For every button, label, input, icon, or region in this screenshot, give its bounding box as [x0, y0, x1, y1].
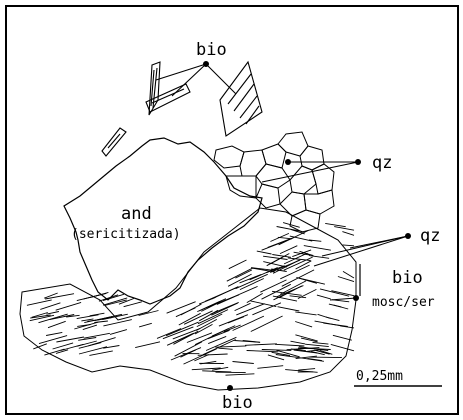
label-bio-top: bio: [196, 40, 227, 60]
qz-upper-leaders: [262, 162, 358, 182]
andalusite-outline: [64, 138, 262, 304]
qz-right-leaders: [314, 236, 408, 266]
biotite-flakes-top: [102, 62, 262, 156]
label-scale: 0,25mm: [356, 369, 403, 384]
quartz-mosaic: [214, 132, 334, 232]
bio-bottom-marker: [227, 385, 233, 391]
mica-flakes: [27, 223, 354, 376]
label-bio-bottom: bio: [222, 393, 253, 413]
label-mosc-ser: mosc/ser: [372, 295, 435, 310]
label-qz-right: qz: [420, 226, 440, 246]
qz-inner-marker: [285, 159, 291, 165]
bio-top-marker: [203, 61, 209, 67]
figure-border: [6, 6, 458, 414]
mosc-leader: [330, 298, 356, 300]
label-bio-right: bio: [392, 268, 423, 288]
mosc-marker: [353, 295, 359, 301]
qz-right-marker: [405, 233, 411, 239]
qz-upper-marker: [355, 159, 361, 165]
label-qz-upper: qz: [372, 153, 392, 173]
label-and-sericitizada: (sericitizada): [71, 227, 181, 242]
label-and: and: [121, 204, 152, 224]
